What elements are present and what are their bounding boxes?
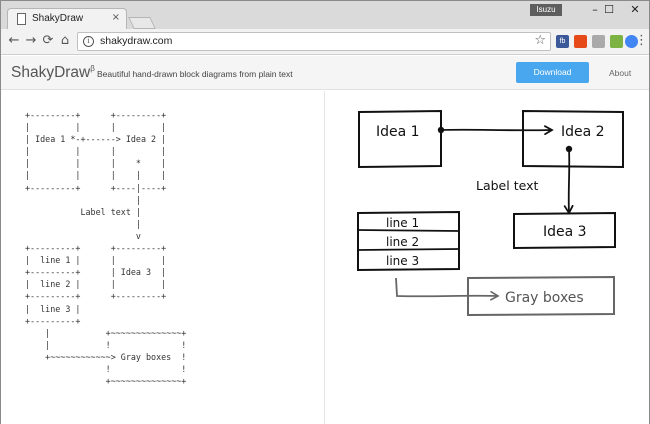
- chrome-extension-icon[interactable]: [625, 35, 638, 48]
- gray-box: [467, 275, 615, 317]
- main-content: +---------+ +---------+ | | | | | Idea 1…: [1, 91, 649, 424]
- ascii-editor-pane[interactable]: +---------+ +---------+ | | | | | Idea 1…: [1, 91, 325, 424]
- browser-toolbar: ← → ⟳ ⌂ i shakydraw.com ☆ fb ⋮: [1, 29, 649, 55]
- url-text: shakydraw.com: [100, 35, 173, 47]
- extension-gray-icon[interactable]: [592, 35, 605, 48]
- menu-icon[interactable]: ⋮: [635, 33, 648, 48]
- diagram-preview-pane: Idea 1 Idea 2 Label text Idea 3 line 1 l…: [326, 91, 649, 424]
- tab-title: ShakyDraw: [32, 13, 84, 24]
- lines-divider-1: [357, 229, 460, 232]
- title-bar: ShakyDraw × Isuzu – ☐ ✕: [1, 1, 649, 30]
- idea1-box: [358, 109, 442, 169]
- minimize-button[interactable]: –: [592, 3, 598, 16]
- arrow-idea2-to-idea3: [563, 148, 574, 215]
- lines-divider-2: [357, 248, 460, 251]
- lines-box: [357, 210, 460, 272]
- office-extension-icon[interactable]: [574, 35, 587, 48]
- idea2-label: Idea 2: [561, 124, 605, 140]
- site-header: ShakyDrawβ Beautiful hand-drawn block di…: [1, 56, 649, 90]
- maximize-button[interactable]: ☐: [604, 3, 614, 16]
- logo-mark: β: [90, 64, 95, 73]
- new-tab-button[interactable]: [128, 17, 156, 29]
- idea1-label: Idea 1: [376, 124, 420, 140]
- back-button[interactable]: ←: [8, 33, 20, 48]
- ascii-source-text[interactable]: +---------+ +---------+ | | | | | Idea 1…: [25, 110, 187, 387]
- reload-button[interactable]: ⟳: [42, 33, 54, 48]
- label-text: Label text: [476, 178, 538, 193]
- document-icon: [17, 13, 26, 25]
- diagram-canvas: Idea 1 Idea 2 Label text Idea 3 line 1 l…: [357, 109, 624, 317]
- close-tab-icon[interactable]: ×: [111, 12, 120, 23]
- profile-badge[interactable]: Isuzu: [530, 4, 562, 16]
- info-icon[interactable]: i: [83, 36, 94, 47]
- arrow-idea1-to-idea2: [440, 125, 554, 136]
- site-tagline: Beautiful hand-drawn block diagrams from…: [97, 69, 293, 79]
- forward-button[interactable]: →: [25, 33, 37, 48]
- facebook-extension-icon[interactable]: fb: [556, 35, 569, 48]
- close-window-button[interactable]: ✕: [630, 3, 640, 16]
- idea2-box: [522, 109, 624, 169]
- idea3-label: Idea 3: [543, 224, 587, 240]
- site-logo[interactable]: ShakyDrawβ: [11, 64, 95, 82]
- arrow-lines-to-gray-boxes: [395, 277, 500, 301]
- bookmark-star-icon[interactable]: ☆: [534, 33, 546, 48]
- gray-boxes-label: Gray boxes: [505, 290, 584, 306]
- extension-green-icon[interactable]: [610, 35, 623, 48]
- browser-tab[interactable]: ShakyDraw ×: [7, 8, 127, 30]
- line2-label: line 2: [386, 235, 419, 249]
- line3-label: line 3: [386, 254, 419, 268]
- about-link[interactable]: About: [609, 68, 632, 78]
- idea3-box: [513, 211, 616, 250]
- address-bar[interactable]: i shakydraw.com ☆: [77, 32, 551, 51]
- home-button[interactable]: ⌂: [60, 33, 70, 48]
- line1-label: line 1: [386, 216, 419, 230]
- download-button[interactable]: Download: [516, 62, 589, 83]
